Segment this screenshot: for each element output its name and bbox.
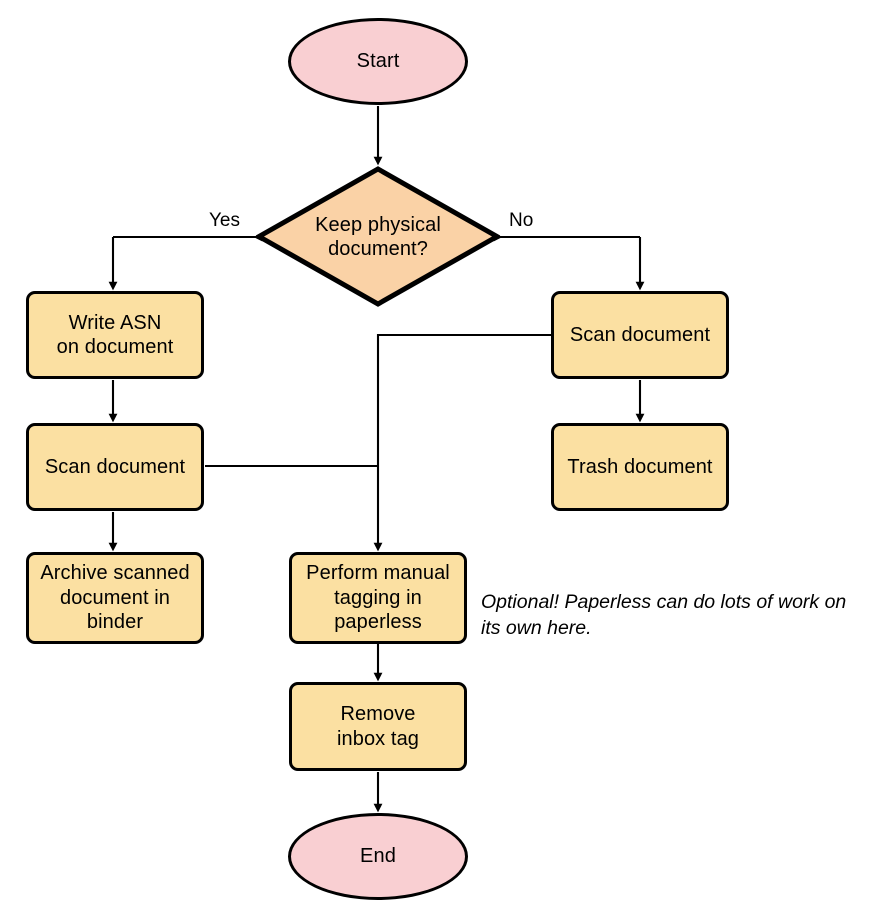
node-scan-document-left-label: Scan document — [44, 455, 186, 478]
node-trash-document-label: Trash document — [567, 455, 713, 478]
archive-label-line-1: Archive scanned — [40, 562, 190, 585]
remove-inbox-label-line-1: Remove — [340, 703, 416, 726]
archive-label-line-3: binder — [86, 611, 144, 634]
archive-label-line-2: document in — [59, 586, 171, 609]
annotation-line-2: its own here. — [481, 616, 592, 639]
node-archive-label: Archive scanned document in binder — [40, 561, 189, 634]
manual-tagging-label-line-1: Perform manual — [306, 562, 450, 585]
write-asn-label-line-1: Write ASN — [68, 311, 162, 334]
node-scan-document-right[interactable]: Scan document — [551, 291, 729, 379]
node-start[interactable]: Start — [288, 18, 468, 105]
edge-label-no: No — [509, 210, 534, 231]
node-trash-document[interactable]: Trash document — [551, 423, 729, 511]
edge-scan-right-to-manual-tagging — [373, 333, 551, 552]
node-perform-manual-tagging[interactable]: Perform manual tagging in paperless — [289, 552, 467, 644]
node-write-asn-label: Write ASN on document — [57, 311, 174, 360]
annotation-optional-paperless: Optional! Paperless can do lots of work … — [481, 590, 881, 641]
node-manual-tagging-label: Perform manual tagging in paperless — [306, 561, 450, 634]
node-write-asn-on-document[interactable]: Write ASN on document — [26, 291, 204, 379]
node-end[interactable]: End — [288, 813, 468, 900]
annotation-line-1: Optional! Paperless can do lots of work … — [481, 591, 847, 613]
node-end-label: End — [360, 845, 396, 868]
node-decision-label: Keep physical document? — [315, 213, 441, 261]
node-keep-physical-document-decision[interactable]: Keep physical document? — [256, 166, 500, 307]
manual-tagging-label-line-3: paperless — [334, 611, 422, 634]
node-scan-document-right-label: Scan document — [569, 323, 711, 346]
diamond-shape-icon — [256, 166, 500, 307]
node-archive-scanned-document[interactable]: Archive scanned document in binder — [26, 552, 204, 644]
node-remove-inbox-label: Remove inbox tag — [337, 702, 419, 751]
remove-inbox-label-line-2: inbox tag — [336, 727, 420, 750]
node-scan-document-left[interactable]: Scan document — [26, 423, 204, 511]
node-start-label: Start — [356, 50, 400, 73]
manual-tagging-label-line-2: tagging in — [334, 586, 422, 609]
node-remove-inbox-tag[interactable]: Remove inbox tag — [289, 682, 467, 771]
decision-label-line-1: Keep physical — [315, 213, 441, 236]
edge-label-yes: Yes — [209, 210, 240, 231]
write-asn-label-line-2: on document — [56, 336, 174, 358]
decision-label-line-2: document? — [328, 237, 428, 260]
